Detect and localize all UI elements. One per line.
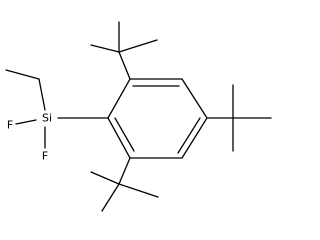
ring-bond-2 [181,78,208,119]
ethyl-cc-bond [5,69,40,80]
fluorine-bottom-label: F [42,150,48,163]
silicon-label: Si [42,112,52,125]
ring-double-bond-right [177,117,201,154]
ethyl-difluorosilyl-group: Si F F [5,69,109,163]
si-fluorine-top-bond [15,119,37,125]
ring-bond-5 [107,117,131,159]
tbu-top-stem [118,51,131,80]
tbu-bottom-methyl-3 [101,183,120,212]
ring-bond-6 [107,78,131,119]
chemical-structure: Si F F [5,21,272,212]
tbu-top-methyl-3 [118,39,158,53]
si-ethyl-bond [38,78,46,111]
tert-butyl-right [206,84,272,152]
tbu-bottom-methyl-2 [118,183,159,198]
benzene-ring [107,78,208,159]
tbu-top-methyl-2 [90,44,120,53]
tbu-bottom-methyl-1 [90,171,120,185]
tert-butyl-top [90,21,158,80]
tbu-bottom-stem [118,157,131,185]
fluorine-top-label: F [7,119,13,132]
ring-double-bond-left [114,117,135,152]
tert-butyl-bottom [90,157,159,212]
ring-bond-3 [181,117,208,159]
